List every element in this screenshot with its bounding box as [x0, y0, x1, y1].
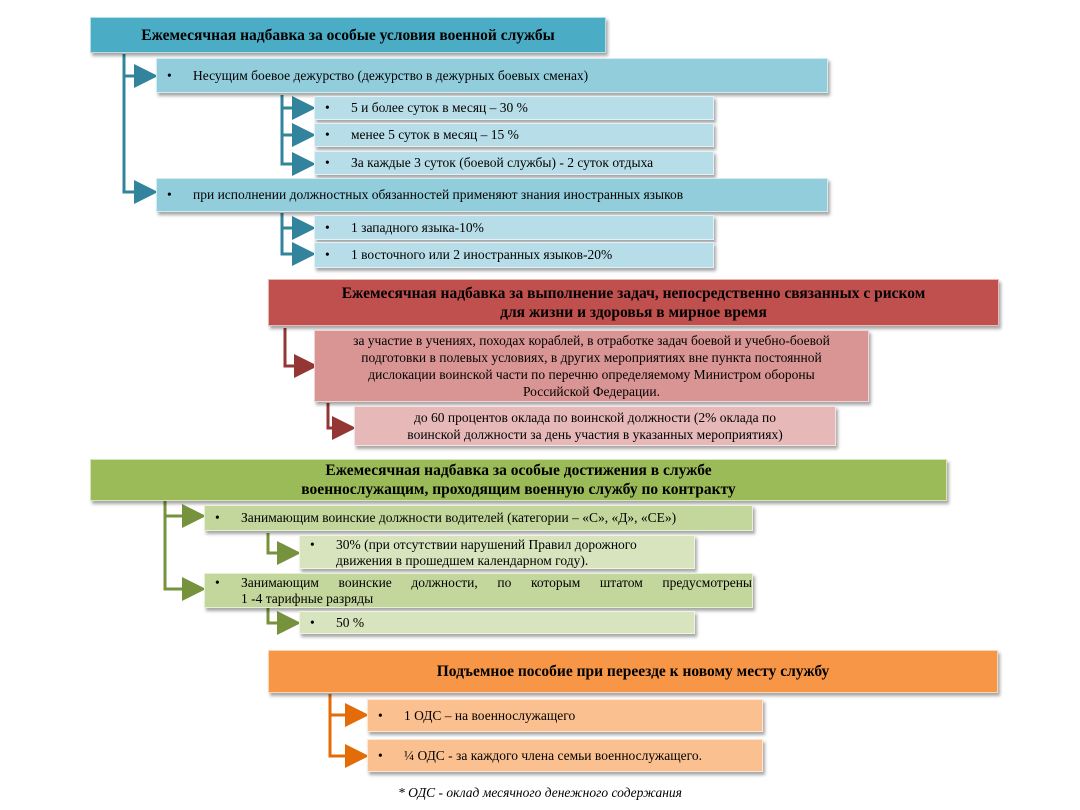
connector-green-main — [163, 500, 206, 601]
section2-sub-item: до 60 процентов оклада по воинской должн… — [354, 406, 836, 446]
section1-item-combat-duty: • Несущим боевое дежурство (дежурство в … — [156, 58, 828, 93]
connector-teal-sub2 — [280, 213, 316, 266]
section2-title: Ежемесячная надбавка за выполнение задач… — [268, 279, 999, 326]
connector-teal-sub1 — [280, 95, 316, 176]
section4-sub-item: • ¼ ОДС - за каждого члена семьи военнос… — [367, 739, 763, 772]
section4-sub-item: • 1 ОДС – на военнослужащего — [367, 699, 763, 732]
section1-sub-item: • менее 5 суток в месяц – 15 % — [314, 123, 714, 147]
connector-red-main — [283, 328, 318, 378]
section3-item-drivers: • Занимающим воинские должности водителе… — [204, 505, 753, 531]
section1-sub-item: • За каждые 3 суток (боевой службы) - 2 … — [314, 151, 714, 175]
bullet: • — [167, 67, 172, 83]
connector-red-sub — [326, 403, 356, 440]
section3-item-tariff: • Занимающим воинские должности, по кото… — [204, 573, 753, 608]
footnote: * ОДС - оклад месячного денежного содерж… — [398, 785, 682, 800]
section1-sub-item: • 1 западного языка-10% — [314, 215, 714, 240]
section3-title: Ежемесячная надбавка за особые достижени… — [90, 459, 947, 501]
section1-title: Ежемесячная надбавка за особые условия в… — [90, 17, 606, 53]
connector-green-sub1 — [266, 533, 301, 565]
connector-green-sub2 — [266, 608, 301, 635]
section2-item-exercises: за участие в учениях, походах кораблей, … — [314, 330, 869, 402]
section3-sub-item: • 50 % — [299, 611, 695, 634]
connector-teal-main — [122, 54, 158, 204]
section1-sub-item: • 1 восточного или 2 иностранных языков-… — [314, 242, 714, 268]
section1-sub-item: • 5 и более суток в месяц – 30 % — [314, 96, 714, 120]
section1-item-languages: • при исполнении должностных обязанносте… — [156, 178, 828, 212]
connector-orange-main — [328, 694, 369, 768]
section4-title: Подъемное пособие при переезде к новому … — [268, 650, 998, 693]
section3-sub-item: • 30% (при отсутствии нарушений Правил д… — [299, 535, 695, 569]
